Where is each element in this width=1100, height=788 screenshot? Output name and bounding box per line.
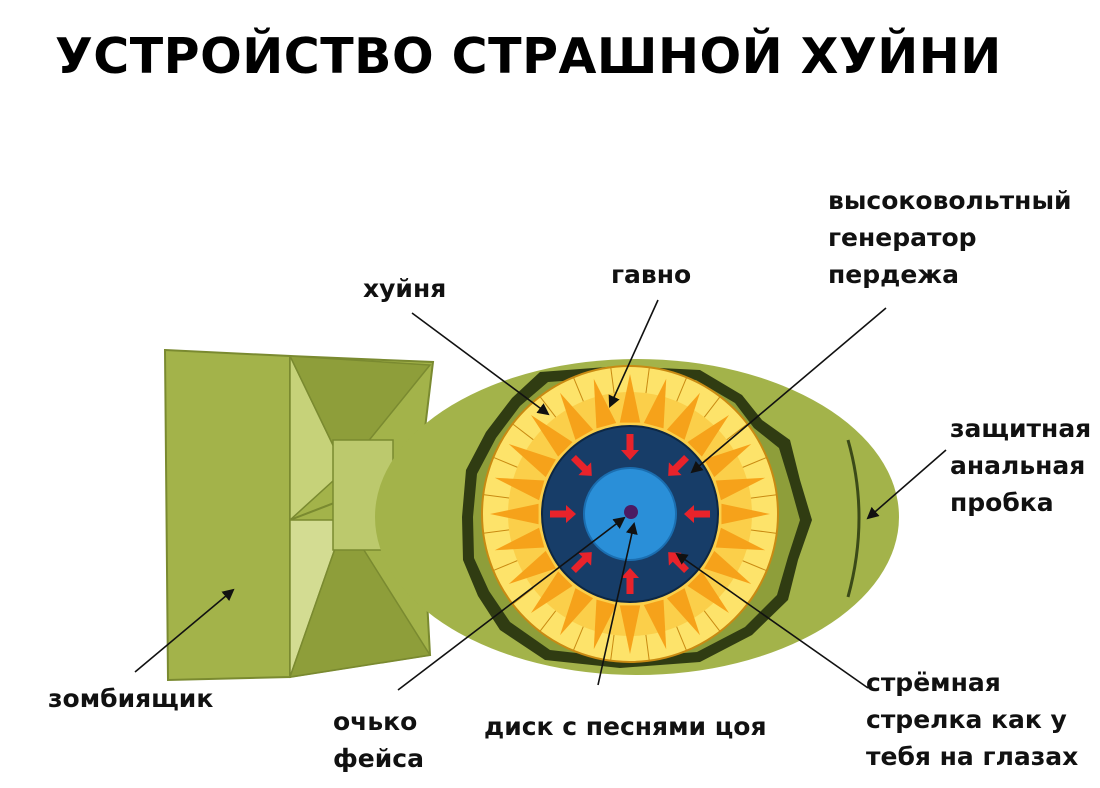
ring-spike xyxy=(619,605,641,654)
label-ochko-line1: очько xyxy=(333,707,418,736)
ring-spike xyxy=(531,415,573,457)
ring-spike xyxy=(643,378,667,429)
ring-divider xyxy=(726,423,748,441)
arrow-ochko xyxy=(397,516,626,691)
ring-spike xyxy=(643,599,667,650)
ring-spike xyxy=(560,588,594,636)
label-generator: высоковольтный генератор пердежа xyxy=(828,182,1072,293)
label-ochko-line2: фейса xyxy=(333,744,424,773)
red-arrow xyxy=(621,434,639,460)
label-strelka-line1: стрёмная xyxy=(866,668,1001,697)
ring-divider xyxy=(483,529,510,534)
tail-fin-box xyxy=(163,348,435,682)
red-arrow xyxy=(550,505,576,523)
label-gavno: гавно xyxy=(611,260,692,289)
core-center xyxy=(624,505,638,519)
ring-divider xyxy=(703,396,721,418)
ring-divider xyxy=(512,587,534,605)
arrow-gavno xyxy=(608,299,659,408)
ring-spike xyxy=(593,599,617,650)
label-ochko: очько фейса xyxy=(333,703,424,777)
label-strelka-line2: стрелка как у xyxy=(866,705,1067,734)
red-arrow xyxy=(570,454,592,476)
ring-divider xyxy=(610,367,615,394)
ring-divider xyxy=(750,494,777,499)
label-probka: защитная анальная пробка xyxy=(950,410,1091,521)
ring-divider xyxy=(750,529,777,534)
ring-divider xyxy=(610,634,615,661)
red-arrow xyxy=(570,552,592,574)
ring-divider xyxy=(703,610,721,632)
ring-divider xyxy=(572,626,584,651)
ring-spike xyxy=(593,378,617,429)
ring-spike xyxy=(687,571,729,613)
label-probka-line1: защитная xyxy=(950,414,1092,443)
ring-spike xyxy=(560,392,594,440)
ring-divider xyxy=(572,377,584,402)
ring-spike xyxy=(721,503,770,525)
label-probka-line2: анальная xyxy=(950,451,1086,480)
arrow-huinya xyxy=(411,312,550,416)
ring-spike xyxy=(494,527,545,551)
label-generator-line2: генератор xyxy=(828,223,977,252)
red-arrow xyxy=(621,568,639,594)
ring-spike xyxy=(666,588,700,636)
page-title: УСТРОЙСТВО СТРАШНОЙ ХУЙНИ xyxy=(55,28,1002,85)
ring-divider xyxy=(493,456,518,468)
arrow-zombie xyxy=(134,588,235,673)
ring-spike xyxy=(531,571,573,613)
label-strelka-line3: тебя на глазах xyxy=(866,742,1079,771)
ring-spike xyxy=(704,444,752,478)
ring-divider xyxy=(493,560,518,572)
ring-divider xyxy=(483,494,510,499)
red-arrow xyxy=(684,505,710,523)
ring-divider xyxy=(512,423,534,441)
ring-spike xyxy=(508,550,556,584)
red-arrows xyxy=(550,434,710,594)
label-disk: диск с песнями цоя xyxy=(484,712,767,741)
ring-spike xyxy=(704,550,752,584)
arrow-strelka xyxy=(675,552,869,689)
ring-divider xyxy=(645,367,650,394)
ring-divider xyxy=(645,634,650,661)
ring-spike xyxy=(508,444,556,478)
ring-divider xyxy=(676,377,688,402)
ring-spike xyxy=(715,527,766,551)
ring-divider xyxy=(676,626,688,651)
label-huinya: хуйня xyxy=(363,274,447,303)
label-generator-line3: пердежа xyxy=(828,260,960,289)
ring-divider xyxy=(742,560,767,572)
red-arrow xyxy=(668,454,690,476)
label-strelka: стрёмная стрелка как у тебя на глазах xyxy=(866,664,1078,775)
arrow-probka xyxy=(866,449,947,520)
ring-spike xyxy=(666,392,700,440)
label-generator-line1: высоковольтный xyxy=(828,186,1072,215)
ring-spike xyxy=(715,477,766,501)
ring-spike xyxy=(490,503,539,525)
ring-spike xyxy=(687,415,729,457)
ring-divider xyxy=(539,610,557,632)
ring-spike xyxy=(494,477,545,501)
arrow-disk xyxy=(597,522,638,686)
ring-divider xyxy=(742,456,767,468)
leader-lines xyxy=(134,299,947,691)
ring-spike xyxy=(619,374,641,423)
label-probka-line3: пробка xyxy=(950,488,1054,517)
arrow-generator xyxy=(690,307,887,474)
label-zombie: зомбиящик xyxy=(48,684,214,713)
